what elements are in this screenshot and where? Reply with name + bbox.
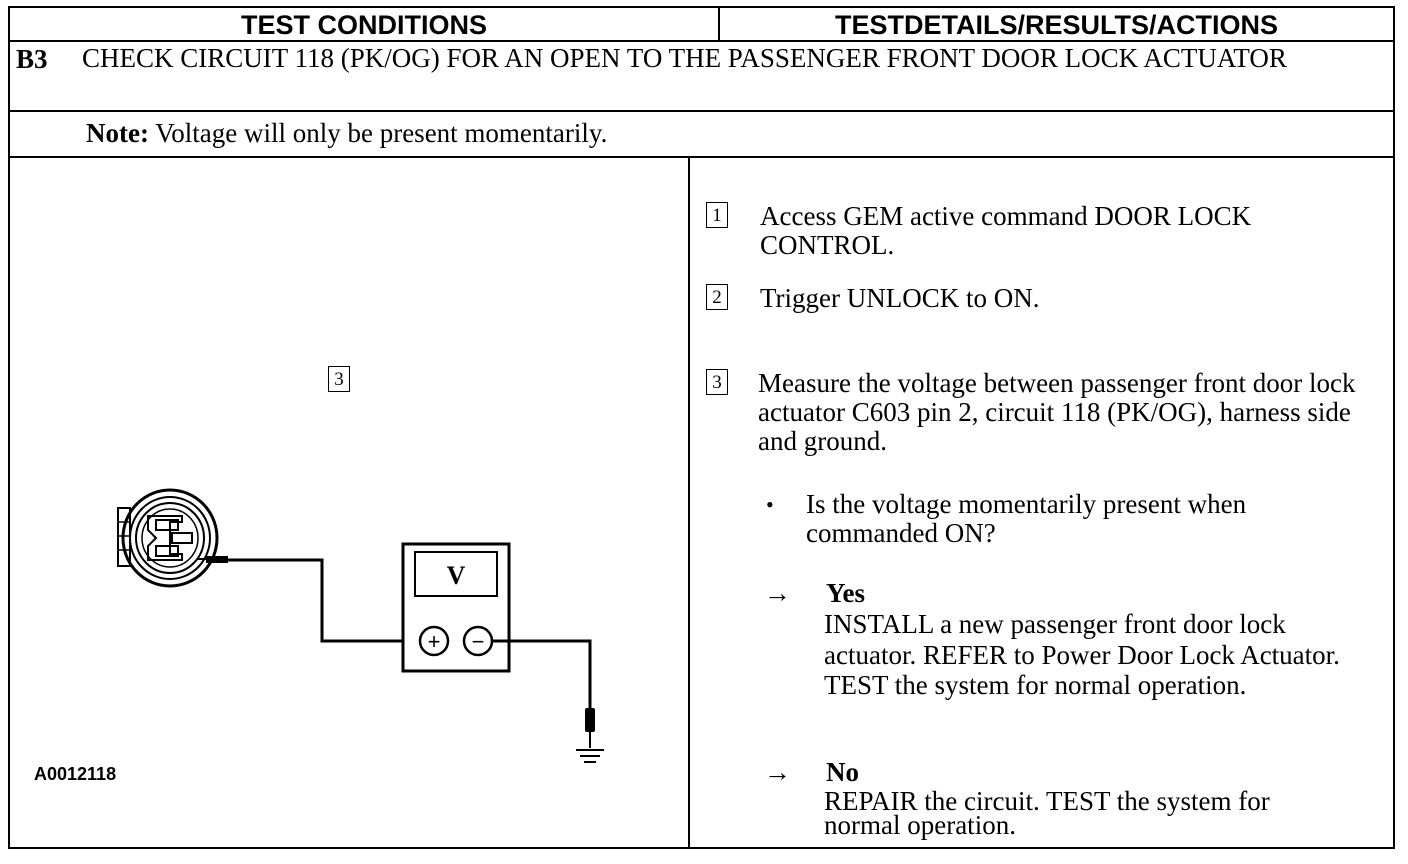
action-2-number: 2 (706, 284, 728, 310)
note-rule (8, 156, 1395, 158)
header-test-conditions: TEST CONDITIONS (240, 10, 487, 40)
action-1-text: Access GEM active command DOOR LOCK CONT… (760, 201, 1252, 260)
column-divider (688, 156, 690, 849)
probe-plug-icon (198, 556, 228, 563)
connector-c603-icon (117, 488, 219, 588)
note: Note: Voltage will only be present momen… (86, 118, 607, 149)
meter-plus-terminal: + (428, 629, 441, 654)
ground-probe-icon (585, 708, 595, 748)
action-2-text: Trigger UNLOCK to ON. (760, 283, 1040, 313)
meter-minus-terminal: − (472, 629, 485, 654)
note-text: Voltage will only be present momentarily… (148, 118, 608, 148)
action-3-number: 3 (706, 369, 728, 395)
action-3-text: Measure the voltage between passenger fr… (758, 368, 1356, 456)
action-1-number: 1 (706, 202, 728, 228)
figure-id: A0012118 (34, 764, 117, 784)
meter-symbol: V (447, 561, 466, 590)
header-divider (718, 6, 720, 41)
question-bullet: • (766, 492, 774, 517)
positive-lead-wire (228, 558, 430, 643)
answer-no-label: No (826, 757, 859, 787)
header-test-details: TESTDETAILS/RESULTS/ACTIONS (834, 10, 1278, 40)
step-code: B3 (16, 44, 48, 74)
header-rule (8, 40, 1395, 42)
answer-yes-arrow: → (764, 578, 791, 608)
answer-no-text: REPAIR the circuit. TEST the system for … (824, 786, 1270, 840)
answer-no-arrow: → (764, 757, 791, 787)
procedure-table (8, 6, 1395, 849)
ground-symbol-icon (576, 749, 604, 763)
step-title: CHECK CIRCUIT 118 (PK/OG) FOR AN OPEN TO… (82, 43, 1287, 73)
answer-yes-text: INSTALL a new passenger front door lock … (824, 609, 1340, 700)
negative-lead-wire (492, 639, 592, 708)
voltmeter-icon: V + − (401, 542, 511, 673)
question-text: Is the voltage momentarily present when … (806, 489, 1247, 548)
step-title-rule (8, 110, 1395, 112)
figure-callout: 3 (328, 366, 350, 392)
connector-voltmeter-diagram: V + − (117, 488, 604, 763)
note-label: Note: (86, 118, 149, 148)
answer-yes-label: Yes (826, 578, 865, 608)
